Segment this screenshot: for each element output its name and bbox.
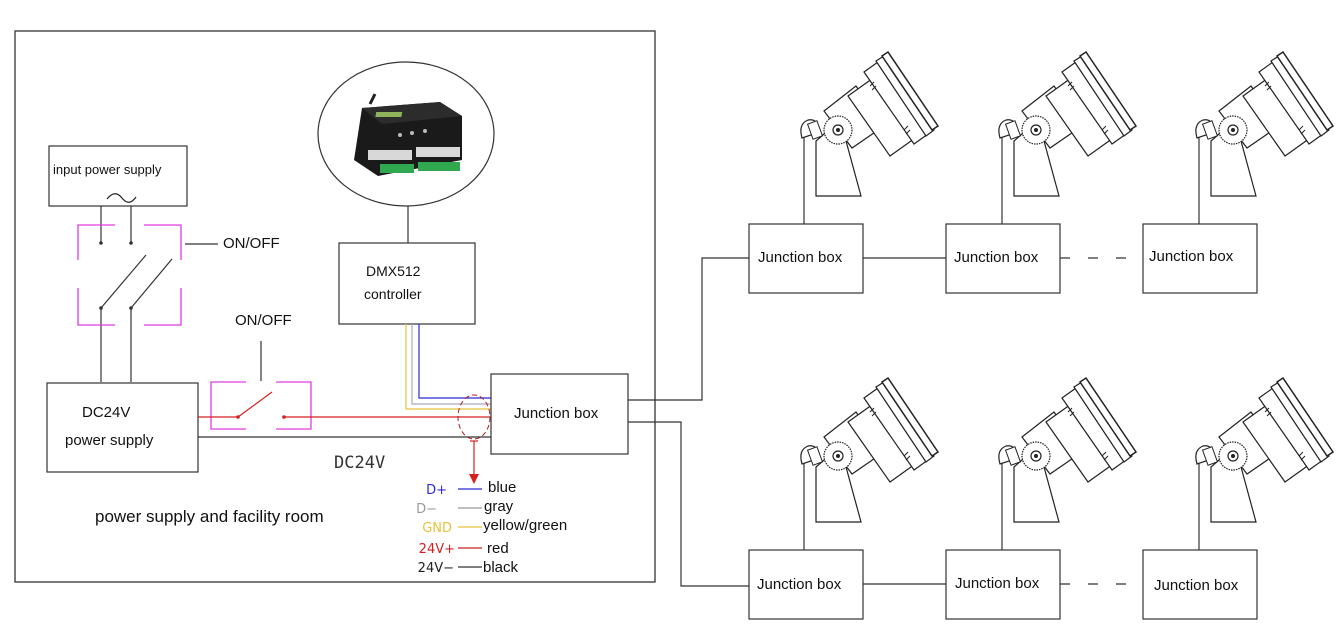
controller-label-line1: DMX512 (366, 263, 421, 279)
arrow-down-icon (469, 474, 479, 484)
bottom-junction-box-3-label: Junction box (1154, 577, 1239, 594)
floodlight-icon (800, 377, 939, 523)
power-supply-label-line1: DC24V (82, 404, 131, 421)
top-junction-box-1-label: Junction box (758, 249, 843, 266)
power-supply-label-line2: power supply (65, 432, 154, 449)
floodlight-icon (1195, 377, 1334, 523)
controller-label-line2: controller (364, 286, 422, 302)
dmx512-controller-box (338, 242, 476, 325)
secondary-switch-label: ON/OFF (235, 312, 292, 329)
legend-name-yellow-green: yellow/green (483, 517, 568, 534)
facility-room-boundary (14, 30, 656, 583)
led-controller-photo (354, 93, 462, 176)
top-junction-box-3-label: Junction box (1149, 248, 1234, 265)
dc-line-label: DC24V (334, 453, 386, 473)
legend-code-24v-minus: 24V− (417, 561, 454, 576)
legend-code-d-minus: D− (416, 502, 437, 517)
secondary-switch-enclosure (210, 381, 312, 430)
bottom-junction-box-2-label: Junction box (955, 575, 1040, 592)
main-junction-box (490, 373, 629, 455)
legend-name-gray: gray (484, 498, 514, 515)
main-junction-box-label: Junction box (514, 405, 599, 422)
room-label: power supply and facility room (95, 507, 324, 526)
floodlight-icon (1195, 51, 1334, 197)
bottom-junction-box-3 (1142, 549, 1258, 620)
ac-symbol-icon (106, 193, 137, 203)
input-power-supply-label: input power supply (53, 162, 162, 177)
top-junction-box-3 (1142, 223, 1258, 294)
cable-bundle-highlight (457, 394, 491, 440)
bottom-junction-box-1-label: Junction box (757, 576, 842, 593)
legend-name-black: black (483, 559, 519, 576)
legend-name-blue: blue (488, 479, 517, 496)
input-power-supply-box (48, 145, 188, 207)
floodlight-icon (800, 51, 939, 197)
floodlight-icon (998, 51, 1137, 197)
main-switch-enclosure (77, 224, 182, 326)
legend-code-gnd: GND (422, 521, 452, 536)
legend-name-red: red (487, 540, 509, 557)
legend-code-d-plus: D+ (426, 483, 447, 498)
legend-code-24v-plus: 24V+ (418, 542, 455, 557)
dc24v-power-supply-box (46, 382, 199, 473)
floodlight-icon (998, 377, 1137, 523)
top-junction-box-2-label: Junction box (954, 249, 1039, 266)
main-switch-label: ON/OFF (223, 235, 280, 252)
